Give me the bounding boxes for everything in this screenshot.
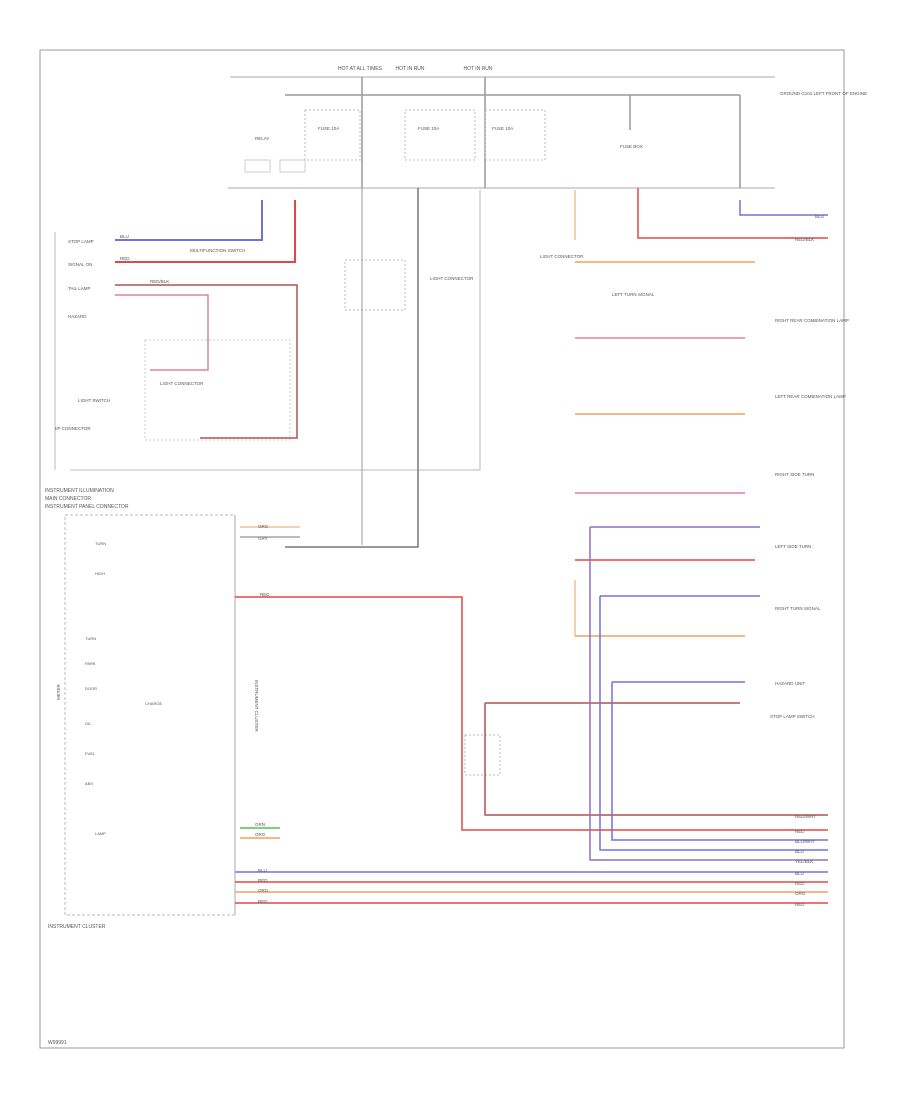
center-vertical-2	[285, 188, 419, 548]
ground-top-label: GROUND G101 LEFT FRONT OF ENGINE	[780, 91, 867, 96]
cluster-item: TURN	[85, 636, 96, 641]
light-switch-label: LIGHT SWITCH	[78, 398, 110, 403]
cluster-title-2: MAIN CONNECTOR	[45, 496, 91, 502]
source-label-2: HOT IN RUN	[395, 66, 424, 72]
cluster-title-1: INSTRUMENT ILLUMINATION	[45, 488, 114, 494]
wire-code-cluster-1: ORG	[258, 524, 269, 529]
multifunction-switch-label: MULTIFUNCTION SWITCH	[190, 248, 245, 253]
cluster-items: TURN HIGH TURN PARK DOOR CHARGE OIL FUEL…	[85, 541, 162, 836]
light-connector-box	[344, 259, 406, 311]
wire-code-cluster-3: RED	[260, 592, 270, 597]
relay-label: RELAY	[255, 136, 269, 141]
wire-purple-down	[589, 527, 828, 861]
footer-id: W99991	[48, 1040, 67, 1046]
cluster-item: PARK	[85, 661, 96, 666]
side-marker-r-label: RIGHT SIDE TURN	[775, 472, 814, 477]
fuse-1-label: FUSE 10A	[318, 126, 339, 131]
center-connector-label: LIGHT CONNECTOR	[430, 276, 474, 281]
wire-code: ORG	[795, 891, 806, 896]
fuse-box-2	[404, 109, 476, 161]
cluster-item: OIL	[85, 721, 92, 726]
cluster-item: DOOR	[85, 686, 97, 691]
wire-code: BLU	[795, 849, 804, 854]
cluster-frame	[64, 514, 236, 916]
hazard-unit-label: HAZARD UNIT	[775, 681, 806, 686]
wire-code-left-1: BLU	[120, 234, 129, 239]
wire-code: RED/WHT	[795, 814, 816, 819]
wire-code: BLU	[815, 214, 824, 219]
cluster-item: TURN	[95, 541, 106, 546]
lamp-connector-right: LIGHT CONNECTOR	[540, 254, 584, 259]
cluster-item: CHARGE	[145, 701, 162, 706]
cluster-vertical-label: INSTRUMENT CLUSTER	[254, 680, 259, 732]
wire-code-cluster-4: BLU	[258, 868, 267, 873]
wire-code-left-2: RED	[120, 256, 130, 261]
wire-gray-left	[70, 190, 481, 471]
ip-connector-label: I/P CONNECTOR	[55, 426, 91, 431]
wire-code: RED	[795, 881, 805, 886]
wire-blue-right-top	[739, 200, 828, 216]
switch-2-label: SIGNAL ON	[68, 262, 92, 267]
cluster-title-3: INSTRUMENT PANEL CONNECTOR	[45, 504, 129, 510]
turn-right-label: RIGHT TURN SIGNAL	[775, 606, 821, 611]
wire-code-cluster-5: RED	[258, 878, 268, 883]
light-connector-label: LIGHT CONNECTOR	[160, 381, 204, 386]
wire-blue-down-2	[611, 682, 828, 841]
fuse-box-1	[304, 109, 361, 161]
wire-code: RED	[795, 902, 805, 907]
wire-red-left	[115, 200, 296, 263]
wire-red-right-top	[637, 188, 828, 239]
wire-code-cluster-7: RED	[258, 899, 268, 904]
cluster-item: HIGH	[95, 571, 105, 576]
fuse-module-label: FUSE BOX	[620, 144, 643, 149]
cluster-item: LAMP	[95, 831, 106, 836]
wire-blue-down	[599, 596, 828, 851]
wire-code: BLU/WHT	[795, 839, 816, 844]
wire-code: YEL/BLK	[795, 859, 813, 864]
spacer-line	[620, 703, 828, 820]
rear-lamp-l-label: LEFT REAR COMBINATION LAMP	[775, 394, 846, 399]
switch-1-label: STOP LAMP	[68, 239, 94, 244]
cluster-footer-label: INSTRUMENT CLUSTER	[48, 924, 106, 930]
fuse-3-label: FUSE 10A	[492, 126, 513, 131]
wire-brown-lower	[484, 703, 828, 816]
wire-code: RED	[795, 829, 805, 834]
stop-lamp-label: STOP LAMP SWITCH	[770, 714, 815, 719]
relay-box-2	[279, 159, 306, 173]
wire-code-green: GRN	[255, 822, 265, 827]
source-label-1: HOT AT ALL TIMES	[338, 66, 383, 72]
wire-brown-left	[115, 284, 298, 439]
relay-box-1	[244, 159, 271, 173]
fuse-2-label: FUSE 10A	[418, 126, 439, 131]
right-terminals: BLU RED/BLK RED/WHT RED BLU/WHT BLU YEL/…	[795, 214, 824, 907]
wire-code-orange: ORG	[255, 832, 266, 837]
switch-4-label: HAZARD	[68, 314, 87, 319]
switch-3-label: TAIL LAMP	[68, 286, 91, 291]
cluster-item: ABS	[85, 781, 93, 786]
lower-connector-box	[464, 734, 501, 776]
cluster-item: FUEL	[85, 751, 96, 756]
diagram-border	[39, 49, 845, 1049]
source-label-3: HOT IN RUN	[463, 66, 492, 72]
wire-blue-left	[115, 200, 263, 241]
wire-red-cluster	[235, 596, 828, 831]
cluster-side-label: METER	[56, 683, 61, 700]
rear-lamp-r-label: RIGHT REAR COMBINATION LAMP	[775, 318, 849, 323]
side-marker-l-label: LEFT SIDE TURN	[775, 544, 811, 549]
turn-left-label: LEFT TURN SIGNAL	[612, 292, 655, 297]
wire-code-left-3: RED/BLK	[150, 279, 169, 284]
fuse-box-3	[484, 109, 546, 161]
wire-code: RED/BLK	[795, 237, 814, 242]
wire-code: BLU	[795, 871, 804, 876]
wire-code-cluster-2: GRY	[258, 536, 268, 541]
wire-code-cluster-6: ORG	[258, 888, 269, 893]
wire-pink-left	[115, 294, 209, 371]
light-switch-frame	[144, 339, 291, 441]
